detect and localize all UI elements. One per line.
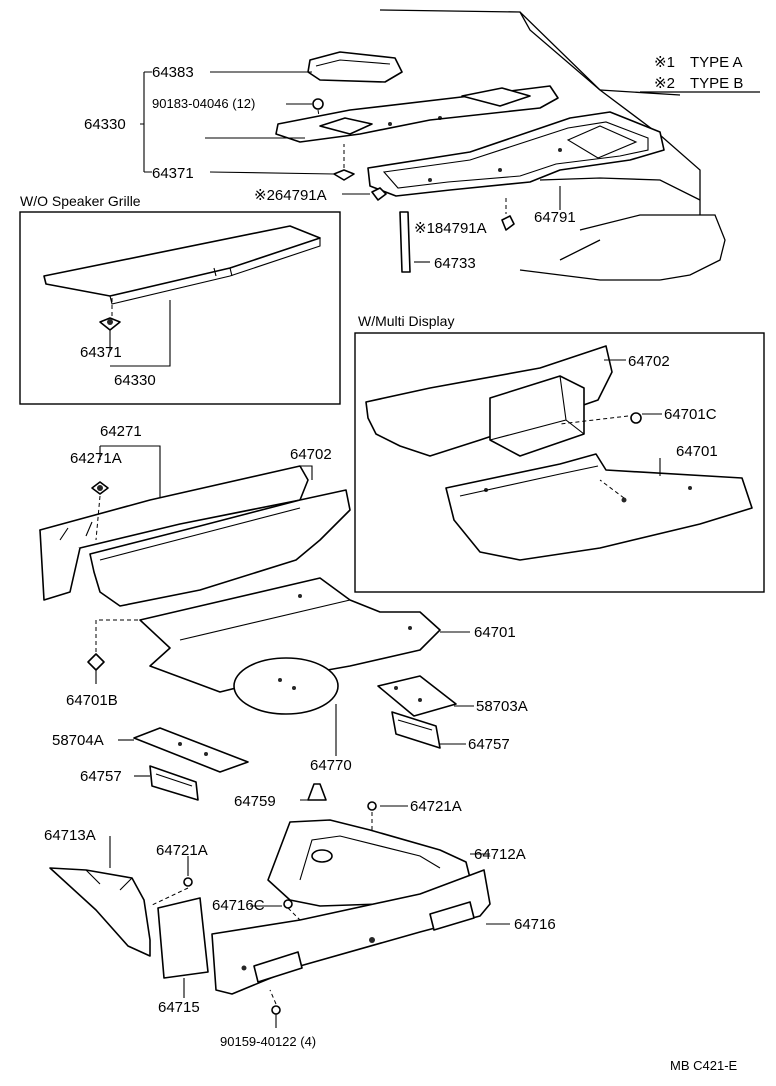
- part-64330-tray-no-grille: [43, 225, 321, 305]
- label-64733: 64733: [434, 255, 476, 272]
- part-64715-panel: [157, 897, 209, 979]
- part-64712A-inner-trim: [267, 819, 471, 907]
- type-b-mark: ※2: [654, 75, 675, 92]
- label-64702: 64702: [290, 446, 332, 463]
- part-64701-floor-mat: [139, 577, 441, 693]
- section-title-w-multi-display: W/Multi Display: [358, 313, 454, 329]
- part-64716-rear-trim: [211, 869, 491, 995]
- label-64757-left: 64757: [80, 768, 122, 785]
- label-64759: 64759: [234, 793, 276, 810]
- label-64791: 64791: [534, 209, 576, 226]
- label-64383: 64383: [152, 64, 194, 81]
- vehicle-body-outline: [379, 9, 760, 281]
- label-64701B: 64701B: [66, 692, 118, 709]
- type-b-label: TYPE B: [690, 75, 743, 92]
- part-64371-clip-box: [99, 298, 121, 331]
- label-64702-md: 64702: [628, 353, 670, 370]
- part-58703A-bracket: [377, 675, 457, 717]
- part-64383-speaker-cover: [307, 51, 403, 83]
- label-64770: 64770: [310, 757, 352, 774]
- label-90183-04046: 90183-04046 (12): [152, 96, 255, 111]
- label-64701-md: 64701: [676, 443, 718, 460]
- label-64713A: 64713A: [44, 827, 96, 844]
- part-64716C-clip: [283, 899, 301, 921]
- part-64791A-clips: [371, 187, 515, 231]
- label-64271A: 64271A: [70, 450, 122, 467]
- label-64721A-right: 64721A: [410, 798, 462, 815]
- section-without-speaker-grille: W/O Speaker Grille 64371 64330: [19, 193, 341, 405]
- part-64757-left: [149, 765, 199, 801]
- section-title-wo-speaker-grille: W/O Speaker Grille: [20, 193, 141, 209]
- part-64733-weatherstrip: [399, 211, 411, 273]
- part-64759-stopper: [307, 783, 327, 801]
- label-64701C: 64701C: [664, 406, 717, 423]
- part-64330-package-tray: [275, 85, 559, 143]
- part-58704A-bracket: [133, 727, 249, 773]
- section-with-multi-display: W/Multi Display 64702 64701C 64701: [354, 313, 765, 593]
- part-64770-spare-cover: [233, 657, 339, 715]
- part-64757-right: [391, 711, 441, 749]
- part-64271A-clip: [91, 481, 109, 541]
- leaders-top: [140, 71, 561, 263]
- part-64791-trunk-lid-liner: [367, 111, 665, 197]
- label-64330-top: 64330: [84, 116, 126, 133]
- type-a-label: TYPE A: [690, 54, 743, 71]
- part-64701C-clip: [559, 412, 642, 425]
- diagram-code: MB C421-E: [670, 1058, 738, 1073]
- label-64715: 64715: [158, 999, 200, 1016]
- label-64371-box: 64371: [80, 344, 122, 361]
- label-64721A-left: 64721A: [156, 842, 208, 859]
- label-64716: 64716: [514, 916, 556, 933]
- label-64791A-type-a: ※184791A: [414, 220, 487, 237]
- part-64713A-left-trim: [49, 867, 151, 957]
- label-58703A: 58703A: [476, 698, 528, 715]
- label-64371-top: 64371: [152, 165, 194, 182]
- part-90159-screw: [269, 989, 281, 1015]
- part-64702-rear-trim: [89, 489, 351, 607]
- label-58704A: 58704A: [52, 732, 104, 749]
- label-64716C: 64716C: [212, 897, 265, 914]
- label-64701: 64701: [474, 624, 516, 641]
- part-64702-md-trim: [365, 345, 613, 457]
- label-64271: 64271: [100, 423, 142, 440]
- label-64712A: 64712A: [474, 846, 526, 863]
- label-64757-right: 64757: [468, 736, 510, 753]
- label-90159-40122: 90159-40122 (4): [220, 1034, 316, 1049]
- type-legend: ※1 TYPE A ※2 TYPE B: [654, 54, 743, 92]
- part-64701-md-mat: [445, 453, 753, 561]
- label-64330-box: 64330: [114, 372, 156, 389]
- part-64371-clip-top: [333, 144, 355, 181]
- part-64721A-clip-left: [149, 877, 193, 907]
- type-a-mark: ※1: [654, 54, 675, 71]
- part-64701B-clip: [87, 619, 140, 671]
- label-64791A-type-b: ※264791A: [254, 187, 327, 204]
